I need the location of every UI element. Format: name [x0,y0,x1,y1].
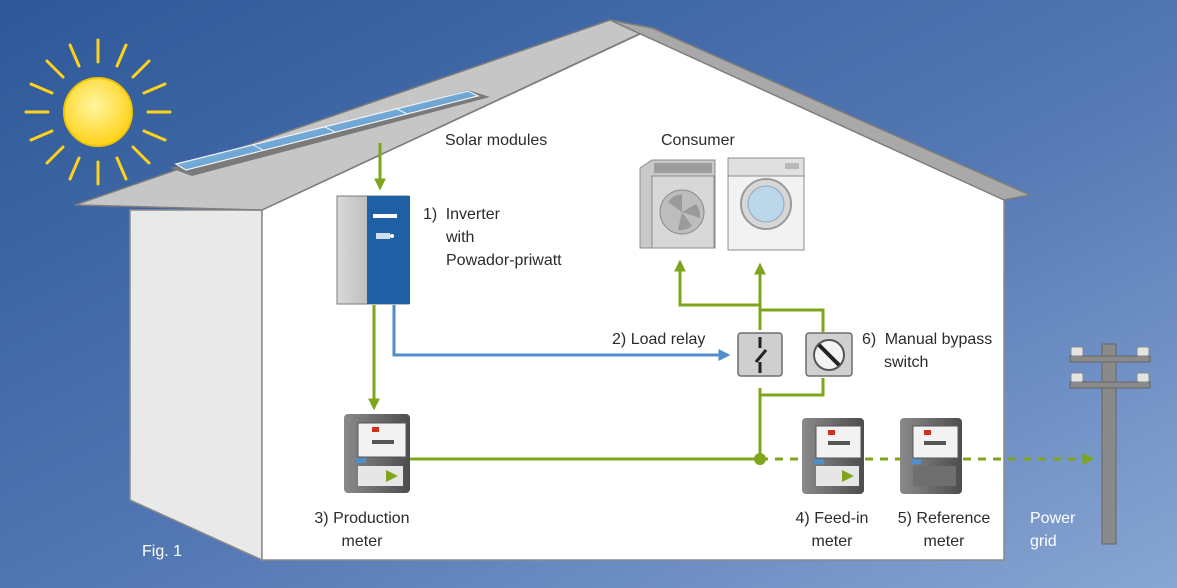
power-grid-line2: grid [1030,533,1057,550]
inverter-label: 1) Inverter with Powador-priwatt [423,203,562,272]
bypass-loop-line [760,378,825,397]
bypass-switch-label: 6) Manual bypass switch [862,328,992,374]
inverter-line3: Powador-priwatt [446,252,562,269]
feedin-meter-line2: meter [811,533,853,550]
feedin-meter-icon [802,418,864,494]
utility-pole-icon [1069,343,1151,545]
bypass-switch-line1: Manual bypass [884,331,993,348]
load-relay-label: 2) Load relay [612,328,705,351]
junction-dot [754,453,766,465]
feedin-meter-line1: 4) Feed-in [795,510,869,527]
load-relay-number: 2) [612,331,627,348]
inverter-line1: Inverter [445,206,500,223]
heat-pump-icon [639,159,716,249]
feedin-meter-label: 4) Feed-in meter [790,507,874,553]
reference-meter-icon [900,418,962,494]
power-flow-lines [368,143,1095,465]
inverter-to-relay-signal-line [392,305,731,361]
solar-modules-label: Solar modules [445,132,548,149]
inverter-line2: with [446,229,475,246]
relay-to-consumer-left-line [674,259,762,330]
relay-switch-icon [737,332,783,377]
rotary-switch-icon [805,332,853,377]
figure-label: Fig. 1 [142,543,183,560]
load-relay-text: Load relay [630,331,706,348]
solar-panel-icon [170,90,490,176]
production-meter-label: 3) Production meter [306,507,418,553]
bypass-loop-top-line [760,308,825,332]
bypass-switch-line2: switch [884,354,929,371]
consumer-label: Consumer [661,132,735,149]
washing-machine-icon [727,157,805,251]
production-meter-line2: meter [341,533,383,550]
bypass-switch-number: 6) [862,331,877,348]
reference-meter-line2: meter [923,533,965,550]
reference-meter-line1: 5) Reference [897,510,991,527]
sun-icon [24,38,172,186]
reference-meter-label: 5) Reference meter [889,507,999,553]
inverter-icon [336,195,410,305]
production-meter-icon [344,414,410,493]
inverter-number: 1) [423,206,438,223]
power-grid-label: Power grid [1030,507,1075,553]
production-meter-line1: 3) Production [314,510,410,527]
power-grid-line1: Power [1030,510,1076,527]
